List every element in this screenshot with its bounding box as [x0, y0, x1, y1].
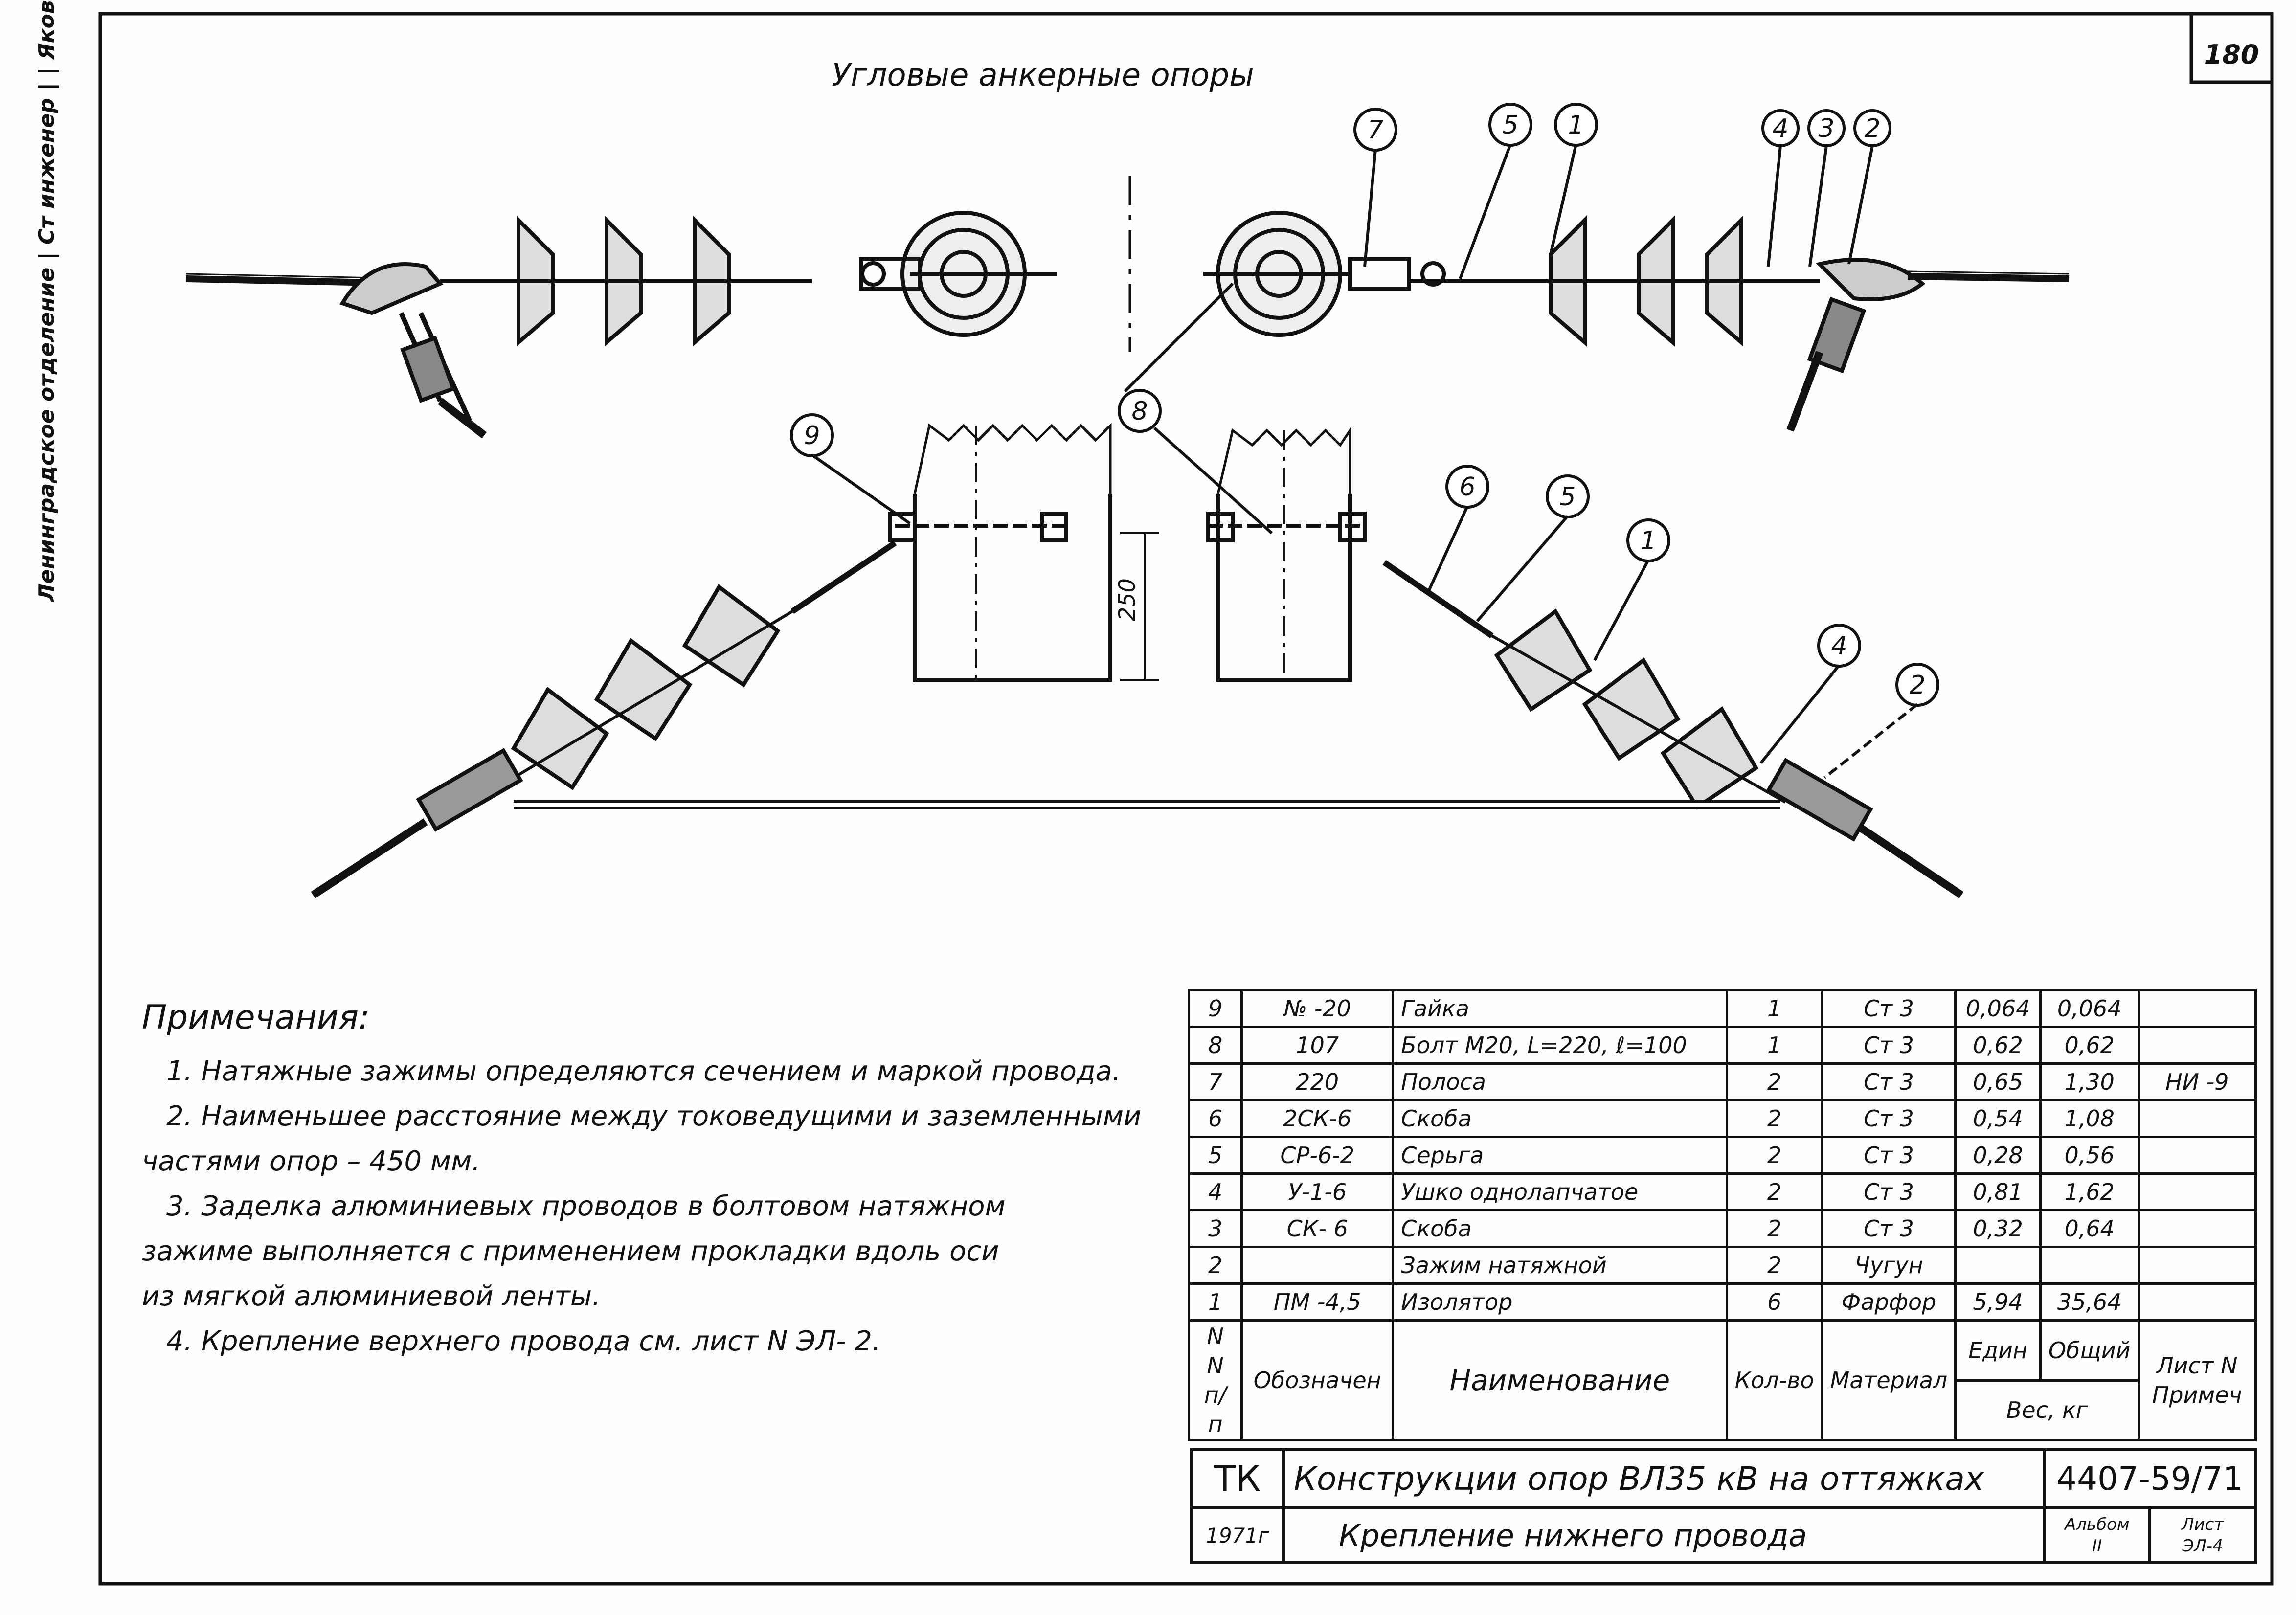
table-row: 2 Зажим натяжной 2 Чугун: [1187, 1246, 2257, 1285]
album-label: Альбом: [2065, 1515, 2130, 1534]
top-view: [185, 176, 2070, 439]
front-view: [311, 422, 1964, 898]
callouts: [790, 103, 1939, 779]
callout-7: 7: [1367, 115, 1383, 145]
callout-5: 5: [1502, 111, 1518, 140]
table-row: 7 220 Полоса 2 Ст 3 0,65 1,30 НИ -9: [1187, 1062, 2257, 1101]
note-line: зажиме выполняется с применением проклад…: [142, 1235, 999, 1267]
drawing-code: 4407-59/71: [2043, 1448, 2257, 1509]
header-designation: Обозначен: [1240, 1319, 1395, 1441]
callout-6: 6: [1459, 472, 1475, 502]
table-row: 6 2СК-6 Скоба 2 Ст 3 0,54 1,08: [1187, 1099, 2257, 1138]
header-n: N N п/п: [1187, 1319, 1243, 1441]
header-unit: Един: [1954, 1319, 2042, 1382]
header-name: Наименование: [1392, 1319, 1728, 1441]
sheet-number-box: [2189, 12, 2274, 84]
note-line: частями опор – 450 мм.: [142, 1145, 481, 1177]
callout-2b: 2: [1909, 671, 1925, 700]
table-row: 9 № -20 Гайка 1 Ст 3 0,064 0,064: [1187, 989, 2257, 1028]
table-row: 3 СК- 6 Скоба 2 Ст 3 0,32 0,64: [1187, 1209, 2257, 1248]
callout-8: 8: [1131, 397, 1148, 426]
note-line: 4. Крепление верхнего провода см. лист N…: [166, 1325, 881, 1357]
header-note: Лист N Примеч: [2137, 1319, 2257, 1441]
table-row: 8 107 Болт М20, L=220, ℓ=100 1 Ст 3 0,62…: [1187, 1026, 2257, 1065]
callout-1: 1: [1568, 111, 1584, 140]
callout-9: 9: [804, 421, 820, 450]
dimension-250: 250: [1114, 578, 1140, 621]
header-material: Материал: [1821, 1319, 1957, 1441]
org: ТК: [1189, 1448, 1285, 1509]
drawing-subtitle: Крепление нижнего провода: [1282, 1506, 2046, 1564]
drawing-title: Угловые анкерные опоры: [832, 57, 1254, 93]
table-row: 1 ПМ -4,5 Изолятор 6 Фарфор 5,94 35,64: [1187, 1282, 2257, 1322]
sheet-label: Лист: [2182, 1515, 2224, 1534]
header-weight: Вес, кг: [1954, 1379, 2140, 1441]
sheet-value: ЭЛ-4: [2182, 1536, 2223, 1556]
side-stamp: Ленинградское отделение | Ст инженер | |…: [34, 0, 59, 602]
callout-2: 2: [1864, 114, 1880, 143]
note-line: 2. Наименьшее расстояние между токоведущ…: [166, 1100, 1142, 1132]
table-header-row: N N п/п Обозначен Наименование Кол-во Ма…: [1187, 1319, 2257, 1441]
note-line: 3. Заделка алюминиевых проводов в болтов…: [166, 1190, 1006, 1222]
callout-3: 3: [1818, 114, 1834, 143]
callout-5b: 5: [1559, 482, 1576, 512]
notes-title: Примечания:: [142, 998, 370, 1037]
header-total: Общий: [2039, 1319, 2140, 1382]
callout-4: 4: [1772, 114, 1788, 143]
sheet-number: 180: [2204, 39, 2259, 70]
title-block: ТК Конструкции опор ВЛ35 кВ на оттяжках …: [1189, 1448, 2257, 1564]
callout-1b: 1: [1640, 526, 1656, 556]
album-value: II: [2092, 1536, 2102, 1556]
notes-block: Примечания: 1. Натяжные зажимы определяю…: [142, 995, 1142, 1364]
note-line: 1. Натяжные зажимы определяются сечением…: [166, 1055, 1121, 1087]
table-row: 5 СР-6-2 Серьга 2 Ст 3 0,28 0,56: [1187, 1136, 2257, 1175]
drawing-main-title: Конструкции опор ВЛ35 кВ на оттяжках: [1282, 1448, 2046, 1509]
header-qty: Кол-во: [1725, 1319, 1823, 1441]
callout-labels: 7 5 1 4 3 2 8 9 6 5 1 4 2: [804, 111, 1925, 700]
note-line: из мягкой алюминиевой ленты.: [142, 1280, 601, 1312]
year: 1971г: [1189, 1506, 1285, 1564]
callout-4b: 4: [1831, 631, 1847, 661]
specification-table: 9 № -20 Гайка 1 Ст 3 0,064 0,064 8 107 Б…: [1187, 989, 2257, 1441]
table-row: 4 У-1-6 Ушко однолапчатое 2 Ст 3 0,81 1,…: [1187, 1172, 2257, 1211]
